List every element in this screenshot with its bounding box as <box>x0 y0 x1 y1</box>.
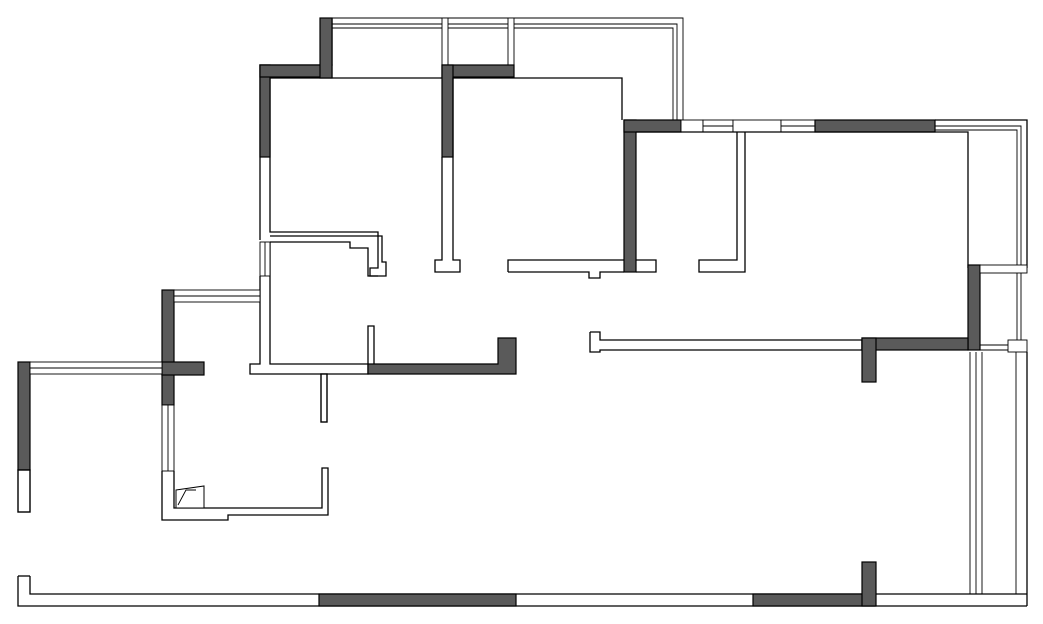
wall-stub <box>320 373 328 423</box>
wall <box>698 132 746 273</box>
wall <box>636 259 657 273</box>
wall <box>249 242 369 375</box>
wall <box>589 331 863 353</box>
structural-wall <box>861 337 969 351</box>
structural-wall <box>814 119 936 133</box>
wall <box>508 271 624 279</box>
stove <box>175 485 205 509</box>
structural-wall <box>161 361 205 376</box>
balcony-right <box>967 264 1028 606</box>
structural-wall <box>17 361 31 471</box>
kitchen <box>161 289 329 521</box>
balcony-ledge <box>979 264 1028 274</box>
structural-wall <box>623 119 637 273</box>
balcony-divider <box>507 17 515 67</box>
stove-detail <box>177 489 196 506</box>
structural-wall <box>319 17 333 79</box>
wall-top-left-room-inner <box>269 78 379 277</box>
balcony-left <box>17 361 163 513</box>
wall <box>434 77 623 273</box>
wall <box>367 325 375 364</box>
bedroom-top-left <box>259 17 442 277</box>
balcony-divider <box>441 17 449 67</box>
window-sash <box>732 119 782 133</box>
structural-wall <box>623 119 682 133</box>
balcony-rail <box>935 125 1022 268</box>
structural-wall <box>441 64 454 158</box>
wall <box>636 131 969 268</box>
window-sash <box>680 119 704 133</box>
wall <box>161 467 329 521</box>
structural-wall <box>752 593 876 607</box>
wall <box>29 576 862 595</box>
living-room-divider <box>589 331 969 383</box>
bathroom <box>249 235 517 423</box>
structural-wall <box>367 337 517 375</box>
wall <box>935 119 1028 268</box>
wall <box>17 469 31 513</box>
structural-wall <box>861 561 877 607</box>
structural-wall <box>861 337 877 383</box>
wall <box>507 259 624 272</box>
room-top-right <box>623 119 1028 273</box>
bedroom-top-middle <box>434 64 624 279</box>
balcony-rail <box>332 17 684 120</box>
structural-wall <box>967 264 981 351</box>
exterior-wall-bottom <box>17 561 1027 607</box>
structural-wall <box>259 64 271 158</box>
structural-wall <box>161 289 175 406</box>
balcony-rail <box>935 129 1018 268</box>
balcony-ledge <box>1007 339 1028 353</box>
wall <box>270 235 387 277</box>
wall <box>17 576 1027 607</box>
structural-wall <box>318 593 517 607</box>
